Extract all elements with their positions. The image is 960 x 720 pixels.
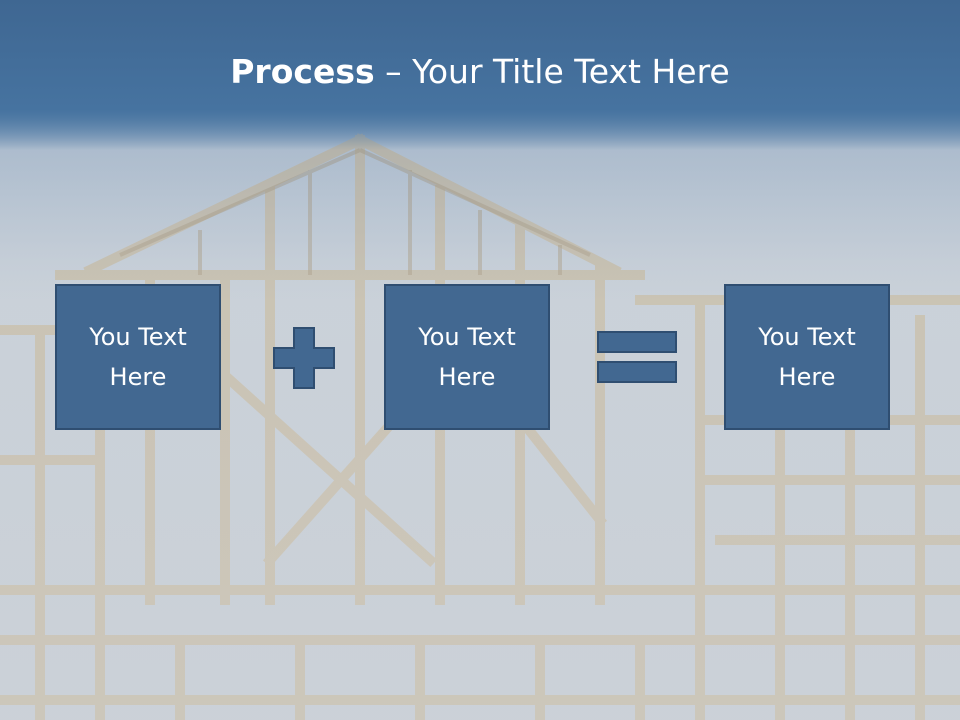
process-box-2[interactable]: You Text Here	[384, 284, 550, 430]
slide-title: Process – Your Title Text Here	[0, 52, 960, 91]
title-rest: – Your Title Text Here	[374, 52, 730, 91]
equals-icon	[597, 331, 677, 383]
process-box-1[interactable]: You Text Here	[55, 284, 221, 430]
process-box-3[interactable]: You Text Here	[724, 284, 890, 430]
process-box-1-text: You Text Here	[89, 323, 187, 391]
plus-icon	[273, 327, 335, 389]
process-box-2-text: You Text Here	[418, 323, 516, 391]
process-box-3-text: You Text Here	[758, 323, 856, 391]
title-bold: Process	[230, 52, 375, 91]
